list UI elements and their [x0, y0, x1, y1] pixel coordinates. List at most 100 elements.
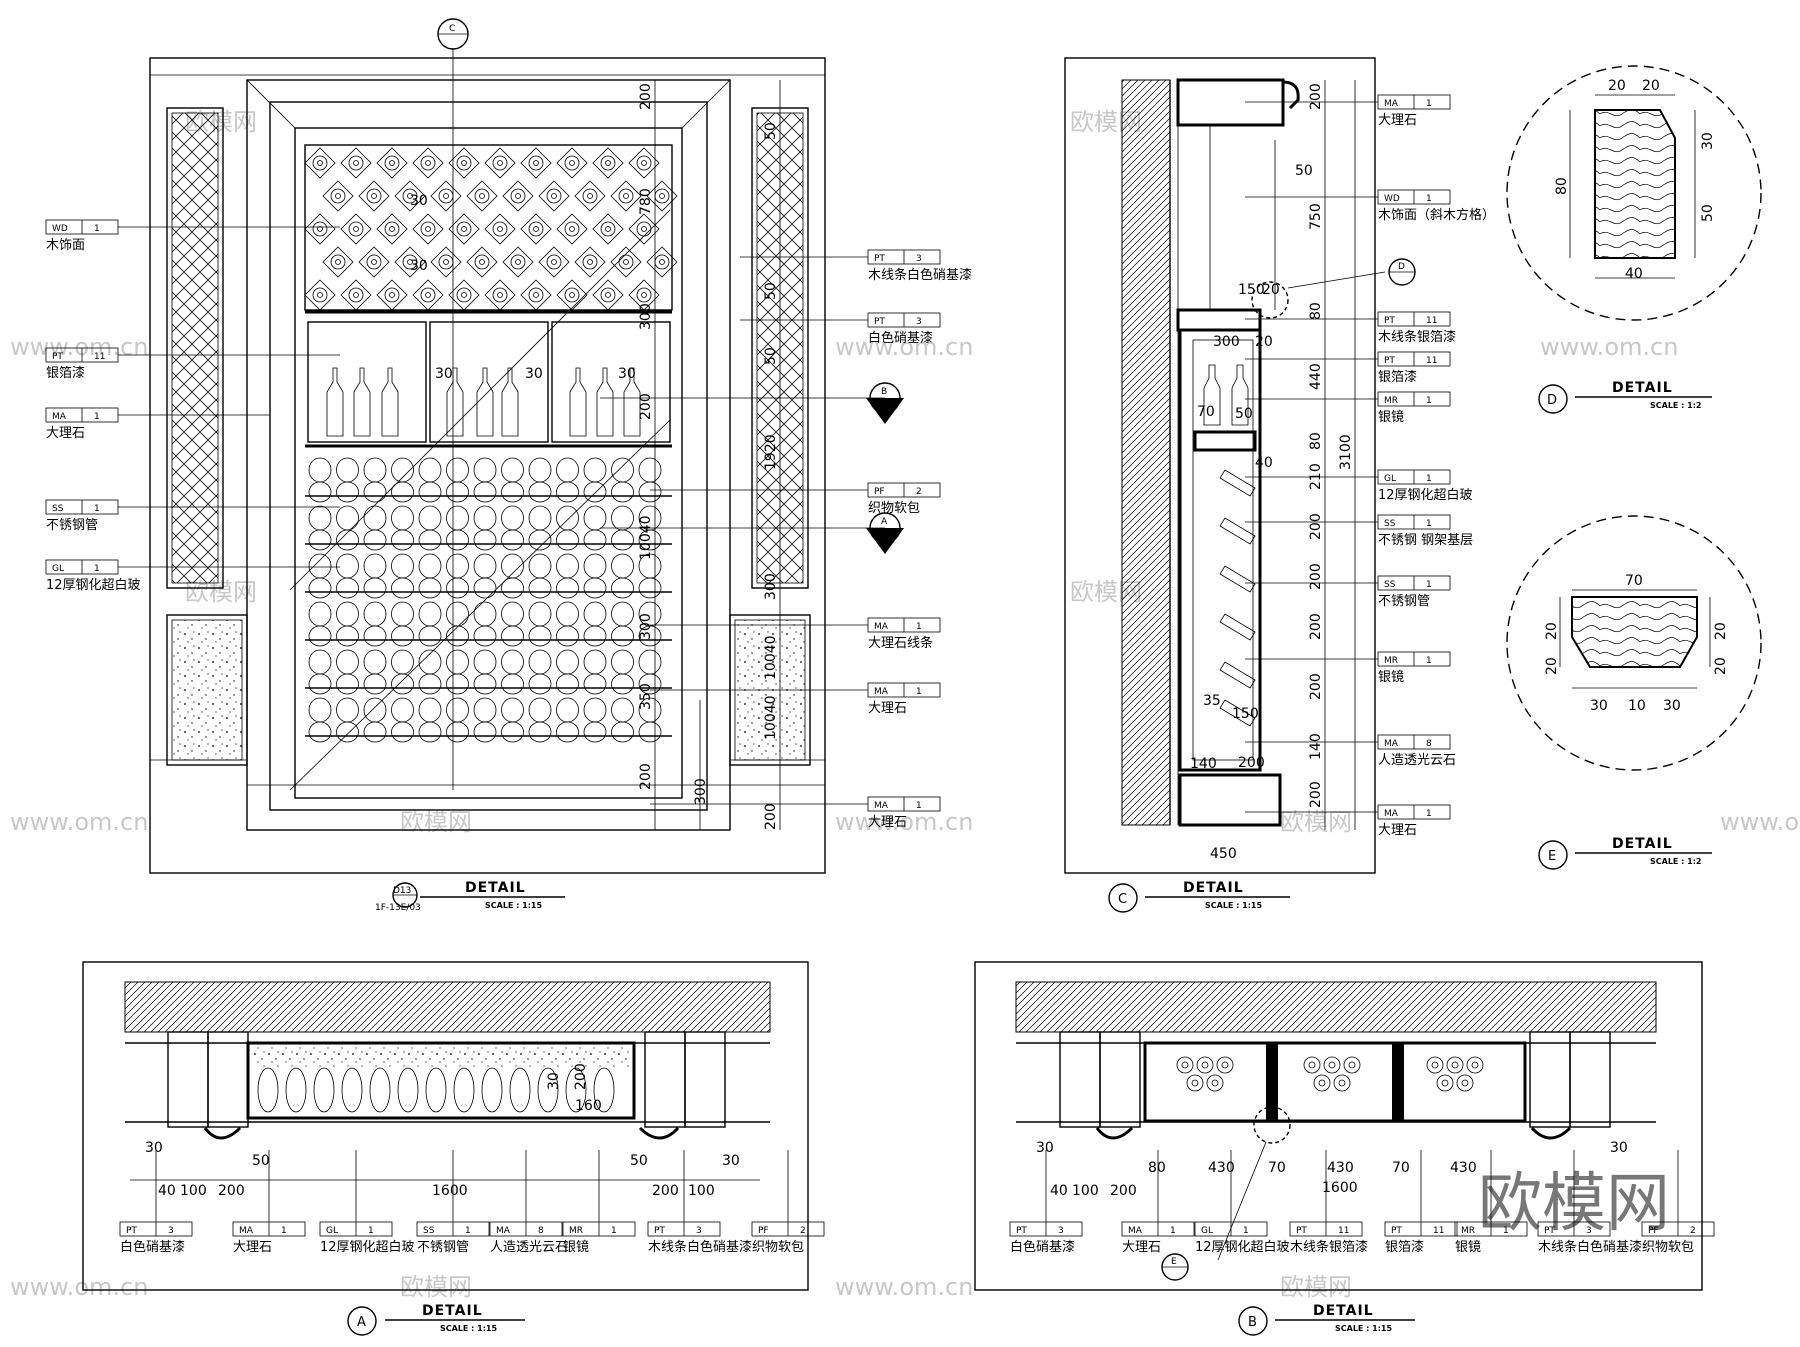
svg-text:PF: PF: [874, 487, 885, 497]
svg-text:A: A: [357, 1315, 366, 1330]
dim-label: 50: [252, 1153, 270, 1169]
lattice-cell: [412, 147, 444, 179]
svg-text:PT: PT: [52, 352, 63, 362]
rack-bottle: [308, 649, 332, 675]
dim-label: 200: [1238, 755, 1265, 771]
lattice-bottle-core: [353, 292, 359, 298]
rack-bottle: [528, 481, 552, 503]
plan-bottle: [1303, 1056, 1321, 1074]
svg-text:PT: PT: [874, 317, 885, 327]
lattice-bottle-end: [420, 221, 436, 237]
svg-text:木饰面（斜木方格）: 木饰面（斜木方格）: [1378, 207, 1495, 223]
svg-text:人造透光云石: 人造透光云石: [490, 1240, 568, 1255]
svg-text:1: 1: [94, 504, 100, 514]
rack-bottle: [611, 649, 634, 675]
lattice-cell: [376, 213, 408, 245]
wine-bottle: [501, 367, 519, 437]
dim-label: 1600: [1322, 1180, 1358, 1196]
rack-bottle: [611, 721, 634, 743]
display-bottles: [326, 367, 641, 437]
svg-text:SCALE : 1:15: SCALE : 1:15: [440, 1324, 497, 1333]
rack-bottle: [583, 673, 607, 695]
dim-label: 200: [1308, 513, 1324, 540]
dim-label: 20: [1642, 78, 1660, 94]
lattice-bottle-core: [335, 193, 341, 199]
svg-text:MA: MA: [1384, 739, 1399, 749]
lattice-cell: [304, 147, 336, 179]
lattice-bottle-end: [600, 155, 616, 171]
lattice-bottle-end: [366, 188, 382, 204]
dim-label: 440: [1308, 363, 1324, 390]
dim-label: 200: [638, 83, 654, 110]
svg-text:白色硝基漆: 白色硝基漆: [868, 330, 933, 346]
svg-text:不锈钢 钢架基层: 不锈钢 钢架基层: [1378, 533, 1473, 548]
rack-bottle: [556, 577, 579, 599]
rack-bottle: [336, 601, 359, 627]
dim-label: 1600: [432, 1183, 468, 1199]
rack-bottle: [556, 481, 579, 503]
dim-label: 200: [1110, 1183, 1137, 1199]
wine-bottle: [326, 367, 344, 437]
wine-bottle: [476, 367, 494, 437]
plan-bottle-core: [1308, 1061, 1316, 1069]
lattice-cell: [466, 246, 498, 278]
rack-bottle: [391, 481, 414, 503]
lattice-bottle-core: [317, 292, 323, 298]
lattice-bottle-core: [623, 259, 629, 265]
rack-bottle: [446, 601, 469, 627]
lattice-bottle-end: [348, 221, 364, 237]
lattice-cell: [646, 180, 678, 212]
dim-label: 200: [218, 1183, 245, 1199]
svg-text:木线条白色硝基漆: 木线条白色硝基漆: [868, 267, 972, 283]
svg-text:SCALE : 1:2: SCALE : 1:2: [1650, 401, 1702, 410]
svg-text:银箔漆: 银箔漆: [1378, 369, 1417, 385]
rack-bottle: [418, 721, 442, 743]
rack-bottle: [528, 601, 552, 627]
plan-bottle: [593, 1067, 615, 1113]
svg-text:大理石: 大理石: [868, 815, 907, 830]
rack-bottle: [391, 505, 414, 531]
lattice-bottle-end: [492, 287, 508, 303]
rack-bottle: [308, 457, 332, 483]
plan-bottles: [1176, 1056, 1484, 1092]
svg-text:木线条银箔漆: 木线条银箔漆: [1290, 1239, 1368, 1255]
lattice-bottle-core: [641, 160, 647, 166]
svg-text:SS: SS: [1384, 580, 1396, 590]
rack-bottle: [528, 697, 552, 723]
plan-bottle: [565, 1067, 587, 1113]
rack-bottle: [308, 529, 332, 551]
lattice-cell: [610, 246, 642, 278]
lattice-bottle-end: [330, 188, 346, 204]
svg-text:1: 1: [94, 412, 100, 422]
svg-text:3: 3: [696, 1226, 702, 1236]
rack-bottle: [391, 649, 414, 675]
lattice-cell: [520, 147, 552, 179]
lattice-bottle-end: [618, 188, 634, 204]
plan-bottle-core: [1348, 1061, 1356, 1069]
dim-label: 20: [1544, 622, 1560, 640]
svg-text:1: 1: [1243, 1226, 1249, 1236]
rack-bottle: [611, 577, 634, 599]
svg-text:3: 3: [1586, 1226, 1592, 1236]
lattice-cell: [304, 213, 336, 245]
rack-bottle: [528, 577, 552, 599]
dim-label: 50: [1295, 163, 1313, 179]
plan-bottle: [1466, 1056, 1484, 1074]
rack-bottle: [308, 481, 332, 503]
lattice-bottle-end: [582, 254, 598, 270]
svg-text:1: 1: [1426, 99, 1432, 109]
dim-label: 20: [1608, 78, 1626, 94]
rack-bottle: [473, 649, 497, 675]
plan-bottle: [1446, 1056, 1464, 1074]
lattice-bottle-core: [389, 160, 395, 166]
dim-label: 150: [1232, 706, 1259, 722]
svg-text:1: 1: [1426, 656, 1432, 666]
rack-bottle: [501, 721, 524, 743]
